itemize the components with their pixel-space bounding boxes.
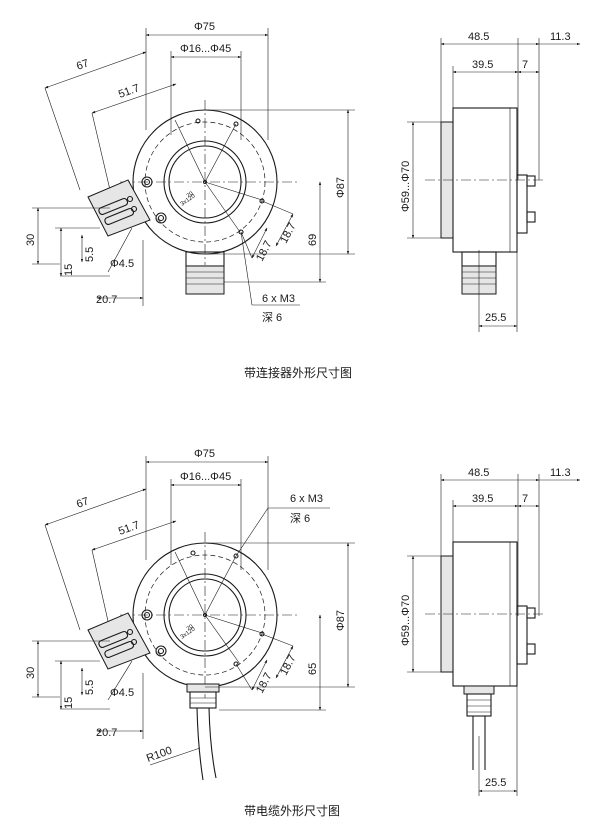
top-48-5-label: 48.5: [468, 31, 489, 43]
bottom-phi4-5-label: Φ4.5: [110, 687, 134, 699]
bottom-side-view: 48.5 11.3 39.5 7 Φ59...Φ70 25.5: [400, 467, 581, 796]
top-m3-label: 6 x M3: [262, 293, 295, 305]
top-11-3-label: 11.3: [550, 31, 571, 43]
top-phi87-label: Φ87: [335, 177, 347, 198]
top-67-label: 67: [75, 57, 91, 72]
top-51-7-label: 51.7: [117, 82, 141, 101]
top-caption: 带连接器外形尺寸图: [244, 365, 352, 380]
top-small-70: 70: [186, 191, 195, 200]
top-side-view: 48.5 11.3 39.5 7 Φ59...Φ70 25.5: [400, 31, 581, 332]
top-7-label: 7: [522, 59, 528, 71]
bottom-51-7-label: 51.7: [117, 519, 141, 538]
bottom-48-5-label: 48.5: [468, 467, 489, 479]
bottom-18-7a-label: 18.7: [254, 671, 275, 696]
bottom-18-7b-label: 18.7: [278, 653, 299, 678]
bottom-11-3-label: 11.3: [550, 467, 571, 479]
bottom-caption: 带电缆外形尺寸图: [244, 804, 340, 818]
top-20-7-label: 20.7: [96, 294, 117, 306]
bottom-phi75-label: Φ75: [194, 448, 215, 460]
top-front-view: Φ75 Φ16...Φ45 67 51.7 70 3x120: [25, 21, 355, 324]
top-18-7a-label: 18.7: [254, 239, 275, 264]
top-phi16-45-label: Φ16...Φ45: [180, 43, 231, 55]
top-15-label: 15: [63, 264, 75, 276]
bottom-phi59-70-label: Φ59...Φ70: [400, 595, 412, 646]
bottom-39-5-label: 39.5: [472, 493, 493, 505]
bottom-25-5-label: 25.5: [485, 777, 506, 789]
bottom-5-5-label: 5.5: [84, 680, 96, 695]
bottom-30-label: 30: [25, 667, 37, 679]
bottom-67-label: 67: [75, 495, 91, 510]
top-depth-label: 深 6: [262, 311, 282, 324]
bottom-phi16-45-label: Φ16...Φ45: [180, 471, 231, 483]
top-18-7b-label: 18.7: [278, 221, 299, 246]
top-69-label: 69: [307, 234, 319, 246]
top-5-5-label: 5.5: [84, 247, 96, 262]
top-39-5-label: 39.5: [472, 59, 493, 71]
bottom-small-70: 70: [186, 624, 195, 633]
top-phi4-5-label: Φ4.5: [110, 258, 134, 270]
bottom-depth-label: 深 6: [290, 512, 310, 525]
bottom-65-label: 65: [307, 663, 319, 675]
bottom-7-label: 7: [522, 493, 528, 505]
top-phi59-70-label: Φ59...Φ70: [400, 161, 412, 212]
bottom-15-label: 15: [63, 697, 75, 709]
bottom-20-7-label: 20.7: [96, 727, 117, 739]
top-phi75-label: Φ75: [194, 21, 215, 33]
top-25-5-label: 25.5: [485, 312, 506, 324]
bottom-phi87-label: Φ87: [335, 610, 347, 631]
top-30-label: 30: [25, 234, 37, 246]
bottom-front-view: Φ75 Φ16...Φ45 67 51.7 70 3x120: [25, 448, 355, 781]
bottom-m3-label: 6 x M3: [290, 493, 323, 505]
